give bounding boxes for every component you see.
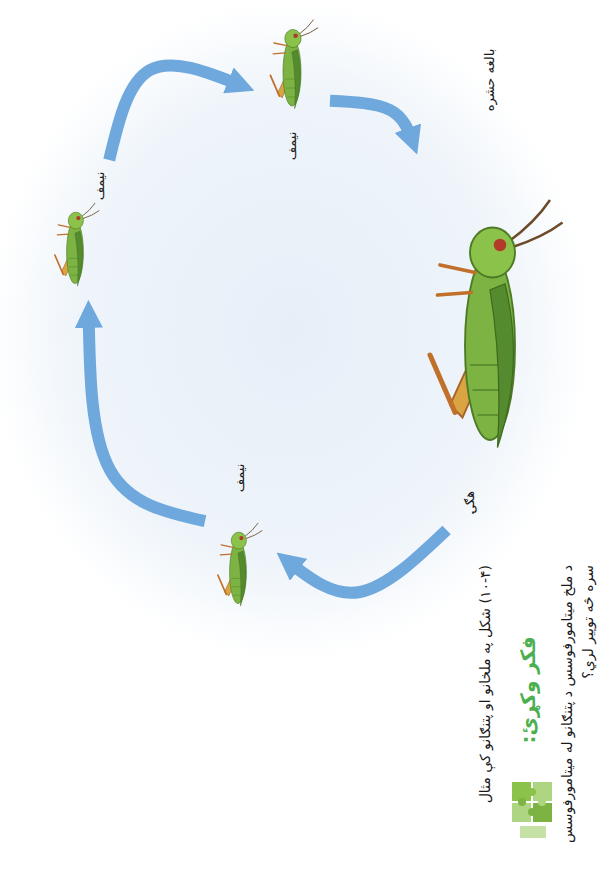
stage-box: نیمف	[255, 15, 330, 175]
stage-box: هګۍ	[440, 475, 530, 530]
stage-box: نیمف	[40, 160, 115, 300]
stage-box: نیمف	[205, 455, 275, 625]
note-text: د ملخ میتامورفوسس د پتنګانو له میتامورفو…	[557, 565, 599, 865]
puzzle-icon	[512, 782, 552, 838]
stage-label: نیمف	[232, 464, 249, 493]
nymph-grasshopper	[55, 203, 100, 286]
nymph-grasshopper	[218, 523, 263, 606]
cycle-arrow	[286, 530, 447, 593]
sky-ground	[0, 0, 590, 660]
stage-box: بالغه حشره	[420, 30, 555, 470]
adult-grasshopper	[430, 200, 563, 448]
nymph-grasshopper	[270, 20, 318, 109]
stage-label: بالغه حشره	[482, 49, 499, 112]
cycle-arrow	[89, 312, 205, 521]
stage-label: هګۍ	[462, 491, 479, 513]
cycle-arrow	[330, 101, 413, 143]
stage-label: نیمف	[92, 172, 109, 201]
stage-label: نیمف	[284, 132, 301, 161]
note-heading: فکر وکړئ:	[513, 637, 543, 744]
cycle-arrow	[109, 65, 243, 160]
figure-caption: (۱۰-۴) شکل په ملخانو او پتنګانو کې مثال	[475, 565, 496, 855]
